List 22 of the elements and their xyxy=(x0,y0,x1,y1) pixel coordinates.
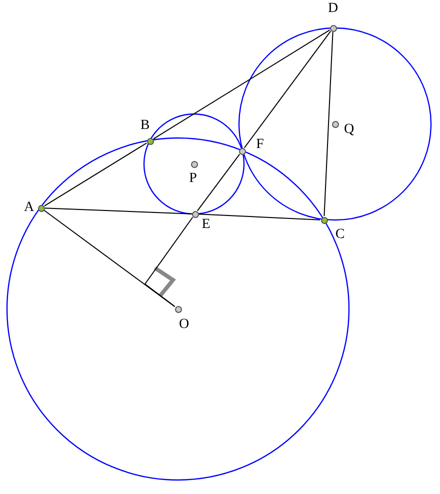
point-label: D xyxy=(327,1,339,17)
line-segment xyxy=(44,208,192,214)
point-label: C xyxy=(334,227,346,243)
line-segment xyxy=(144,216,194,308)
line-segment xyxy=(196,154,240,212)
labelled-point xyxy=(331,120,355,138)
point-label: E xyxy=(200,217,212,233)
labelled-point xyxy=(238,137,266,155)
line-segment xyxy=(44,210,176,308)
line-segment xyxy=(244,30,332,148)
point-label: A xyxy=(23,200,35,216)
labelled-point xyxy=(139,118,154,145)
line-segment xyxy=(44,142,148,206)
point-label: Q xyxy=(343,122,355,138)
line-segment xyxy=(198,214,320,220)
point-label: O xyxy=(178,317,190,333)
line-segment xyxy=(324,32,334,216)
line-segment xyxy=(152,30,330,140)
point-label: P xyxy=(188,171,198,187)
point-label: F xyxy=(255,137,265,153)
point-label: B xyxy=(139,118,151,134)
labelled-point xyxy=(327,1,339,32)
